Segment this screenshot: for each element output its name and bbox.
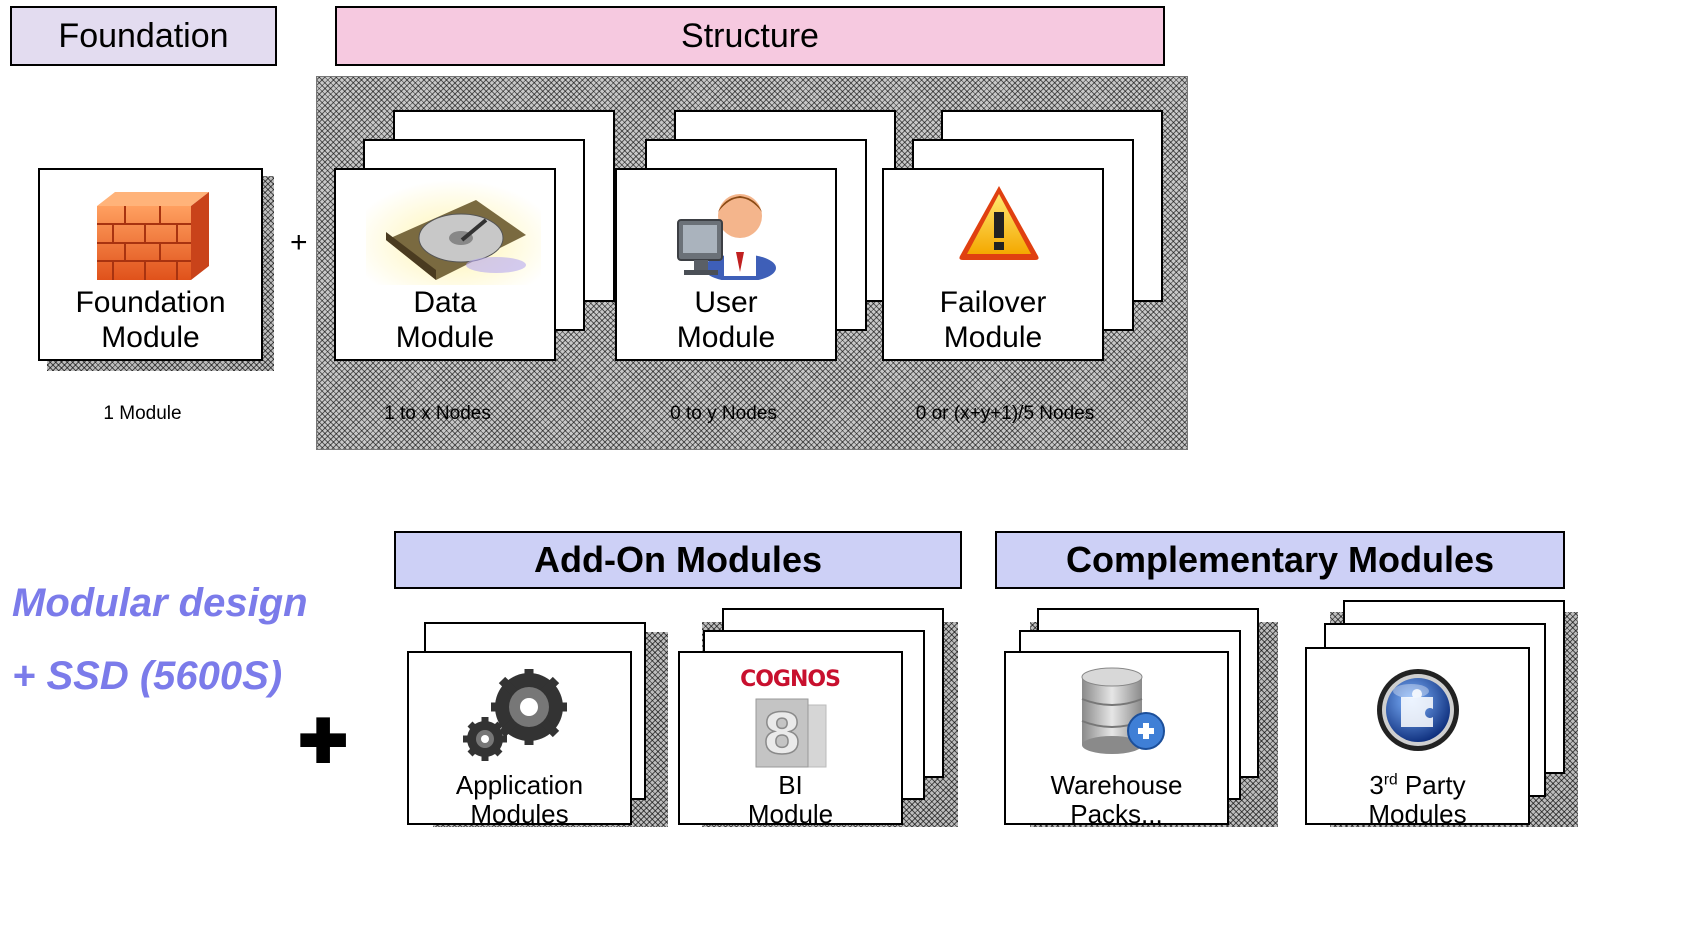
user-module-card: User Module — [615, 168, 837, 361]
cognos-logo: COGNOS — [740, 667, 841, 692]
thirdparty-ordinal: rd — [1383, 771, 1398, 789]
application-line2: Modules — [470, 799, 569, 829]
cognos-8-icon: 8 — [755, 698, 827, 768]
warehouse-line2: Packs... — [1070, 799, 1163, 829]
bi-line1: BI — [778, 770, 803, 800]
hard-drive-icon — [366, 180, 541, 285]
thirdparty-number: 3 — [1369, 770, 1384, 800]
tagline-line2: + SSD (5600S) — [12, 654, 283, 698]
failover-module-line1: Failover — [939, 286, 1047, 319]
tagline-line1: Modular design — [12, 581, 308, 625]
foundation-count: 1 Module — [103, 403, 182, 424]
puzzle-icon — [1377, 669, 1459, 751]
failover-module-line2: Module — [943, 321, 1043, 354]
application-modules-card: Application Modules — [407, 651, 632, 829]
database-add-icon — [1081, 667, 1165, 754]
addon-modules-header: Add-On Modules — [394, 531, 962, 589]
foundation-module-card: Foundation Module — [38, 168, 263, 361]
user-computer-icon — [677, 194, 776, 280]
data-module-line2: Module — [395, 321, 495, 354]
user-module-line2: Module — [676, 321, 776, 354]
failover-module-card: Failover Module — [882, 168, 1104, 361]
data-module-line1: Data — [413, 286, 477, 319]
user-module-line1: User — [694, 286, 758, 319]
big-plus-sign: ✚ — [298, 708, 349, 775]
thirdparty-modules-card: 3rd Party Modules — [1305, 647, 1530, 829]
svg-text:8: 8 — [763, 702, 802, 767]
bi-module-card: COGNOS 8 BI Module — [678, 651, 903, 829]
structure-header: Structure — [335, 6, 1165, 66]
thirdparty-party: Party — [1397, 770, 1466, 800]
bi-line2: Module — [747, 799, 834, 829]
brick-wall-icon — [97, 192, 209, 280]
foundation-module-line2: Module — [101, 321, 200, 354]
foundation-header: Foundation — [10, 6, 277, 66]
thirdparty-line1: 3rd Party — [1307, 769, 1528, 801]
warning-icon — [959, 186, 1039, 260]
warehouse-line1: Warehouse — [1050, 770, 1183, 800]
failover-count: 0 or (x+y+1)/5 Nodes — [915, 403, 1095, 424]
gears-icon — [463, 669, 567, 761]
complementary-modules-header: Complementary Modules — [995, 531, 1565, 589]
user-count: 0 to y Nodes — [670, 403, 777, 424]
foundation-module-line1: Foundation — [75, 286, 226, 319]
plus-sign: + — [290, 226, 308, 259]
thirdparty-line2: Modules — [1368, 799, 1467, 829]
application-line1: Application — [455, 770, 584, 800]
data-count: 1 to x Nodes — [384, 403, 491, 424]
warehouse-packs-card: Warehouse Packs... — [1004, 651, 1229, 829]
data-module-card: Data Module — [334, 168, 556, 361]
